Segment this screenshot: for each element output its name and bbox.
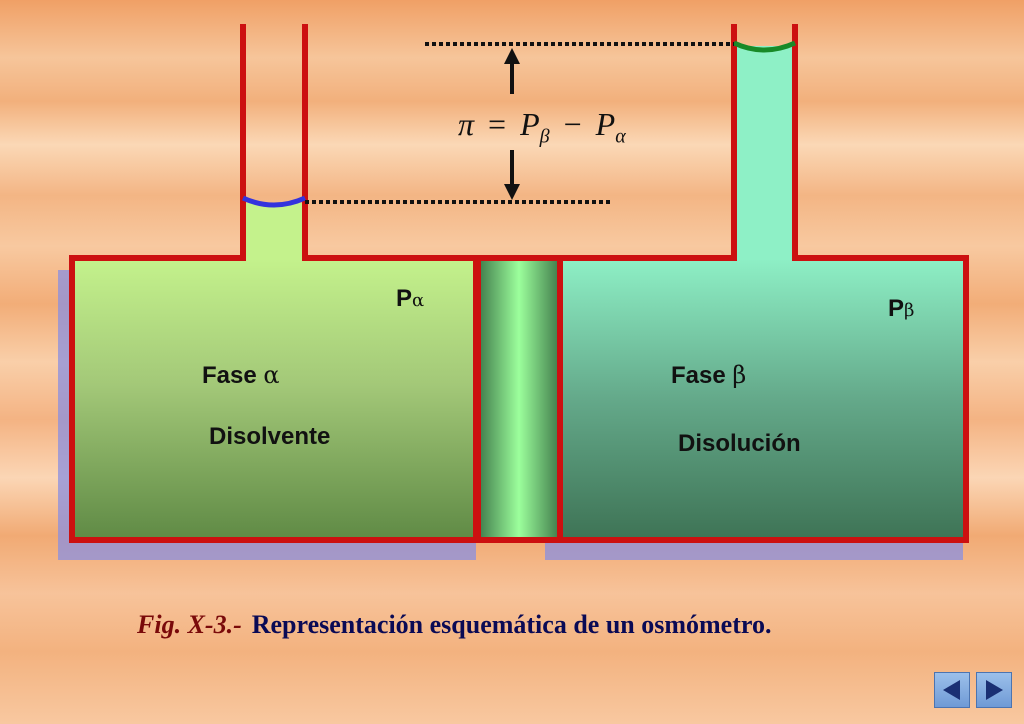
disolucion-label: Disolución [678,430,801,457]
formula-pi: π [458,106,475,142]
formula-minus: − [563,106,582,142]
fase-alpha-label: Fase α [202,361,280,390]
osmotic-pressure-formula: π = Pβ − Pα [458,106,626,148]
meniscus-alpha [241,195,307,208]
fase-beta-symbol: β [732,361,747,389]
formula-p-beta: P [520,106,540,142]
formula-p-alpha-sub: α [615,125,626,148]
figure-number: Fig. X-3.- [137,610,242,639]
p-beta-label: Pβ [888,295,914,323]
p-alpha-sub: α [412,290,425,311]
triangle-right-icon [986,680,1003,700]
previous-slide-button[interactable] [934,672,970,708]
right-chamber [560,258,966,540]
formula-p-alpha: P [595,106,616,142]
figure-caption: Fig. X-3.- Representación esquemática de … [137,610,771,640]
p-beta-sub: β [904,300,915,321]
fase-beta-text: Fase [671,362,726,389]
formula-eq: = [488,106,507,142]
right-tube-liquid [734,46,795,260]
p-alpha-label: Pα [396,285,424,313]
pressure-arrows [504,48,520,200]
fase-alpha-symbol: α [263,361,280,389]
fase-alpha-text: Fase [202,362,257,389]
disolvente-label: Disolvente [209,423,331,450]
formula-p-beta-sub: β [539,125,550,148]
p-alpha-letter: P [396,285,413,312]
fase-beta-label: Fase β [671,361,746,390]
figure-caption-text: Representación esquemática de un osmómet… [251,610,772,639]
osmometer-walls [69,24,969,543]
meniscus-beta [732,40,797,53]
membrane [478,258,560,540]
next-slide-button[interactable] [976,672,1012,708]
triangle-left-icon [943,680,960,700]
left-chamber [72,258,476,540]
left-tube-liquid [243,203,305,260]
p-beta-letter: P [888,295,905,322]
